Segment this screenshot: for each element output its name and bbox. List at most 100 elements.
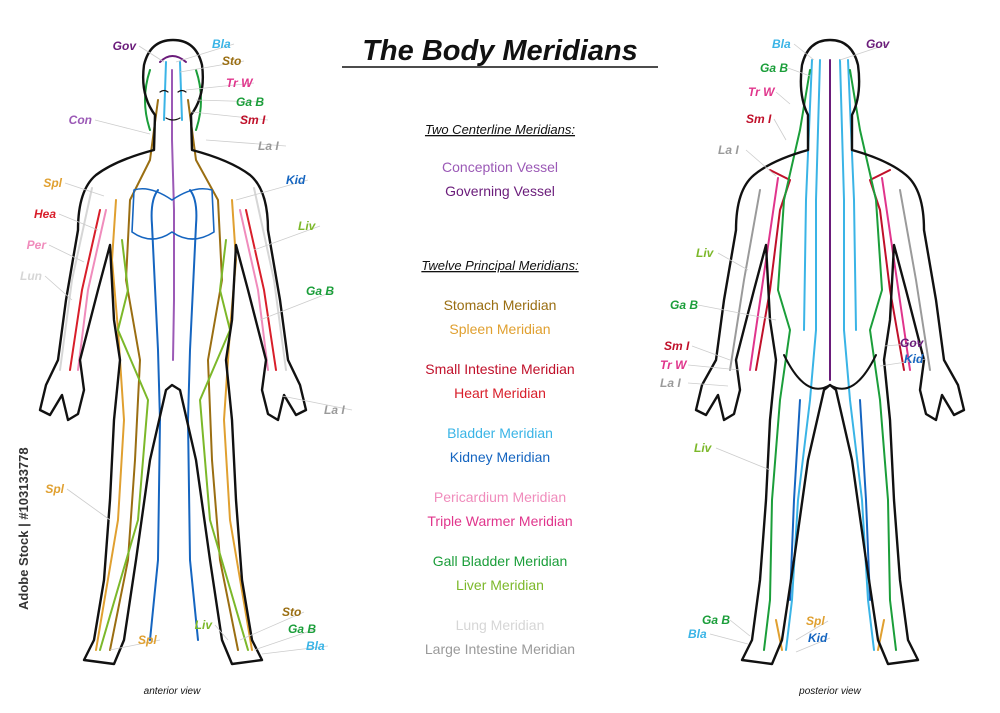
label-leader-line: [179, 60, 245, 73]
legend-item-principal: Stomach Meridian: [444, 297, 557, 313]
meridian-line-governing: [159, 55, 187, 63]
meridian-abbrev-label: Spl: [138, 633, 157, 647]
meridian-abbrev-label: Sm I: [664, 339, 690, 353]
meridian-abbrev-label: Per: [27, 238, 48, 252]
meridian-abbrev-label: Bla: [306, 639, 325, 653]
legend-item-centerline: Governing Vessel: [445, 183, 555, 199]
face-eyes: [159, 89, 187, 121]
label-leader-line: [687, 382, 729, 387]
label-leader-line: [195, 99, 265, 103]
meridian-abbrev-label: Ga B: [670, 298, 698, 312]
label-leader-line: [205, 139, 287, 147]
anterior-caption: anterior view: [144, 686, 201, 697]
label-leader-line: [773, 118, 787, 141]
body-outline-posterior: [694, 38, 966, 666]
meridian-line-bladder-back: [785, 59, 875, 651]
label-leader-line: [235, 179, 309, 201]
meridian-abbrev-label: Liv: [694, 441, 713, 455]
legend-item-principal: Heart Meridian: [454, 385, 546, 401]
meridian-abbrev-label: Liv: [298, 219, 317, 233]
meridian-line-large-intestine-back: [729, 189, 931, 371]
meridian-line-stomach: [109, 99, 239, 651]
meridian-line-pericardium-right: [239, 209, 269, 371]
meridian-abbrev-label: La I: [258, 139, 279, 153]
label-leader-line: [175, 43, 235, 63]
label-leader-line: [883, 342, 923, 347]
label-leader-line: [879, 358, 927, 367]
legend-item-principal: Small Intestine Meridian: [425, 361, 574, 377]
label-leader-line: [109, 639, 161, 651]
meridian-line-spleen-back: [775, 619, 885, 651]
meridian-abbrev-label: Lun: [20, 269, 42, 283]
meridian-abbrev-label: Ga B: [236, 95, 264, 109]
meridian-line-liver: [99, 239, 249, 651]
label-leader-line: [691, 345, 731, 361]
label-leader-line: [48, 244, 85, 263]
meridian-abbrev-label: Ga B: [702, 613, 730, 627]
chest-outline: [131, 187, 215, 240]
legend-item-centerline: Conception Vessel: [442, 159, 558, 175]
meridian-abbrev-label: Ga B: [306, 284, 334, 298]
meridian-abbrev-label: Gov: [113, 39, 138, 53]
label-leader-line: [793, 43, 815, 61]
meridian-abbrev-label: Spl: [43, 176, 62, 190]
meridian-abbrev-label: Sto: [222, 54, 241, 68]
meridian-abbrev-label: Sto: [282, 605, 301, 619]
page-title: The Body Meridians: [362, 35, 638, 67]
legend: Two Centerline Meridians: Conception Ves…: [421, 122, 579, 657]
meridian-abbrev-label: Bla: [688, 627, 707, 641]
meridian-line-pericardium-left: [77, 209, 107, 371]
legend-item-principal: Liver Meridian: [456, 577, 544, 593]
label-leader-line: [185, 82, 255, 91]
label-leader-line: [261, 645, 329, 655]
meridian-abbrev-label: Liv: [696, 246, 715, 260]
meridian-abbrev-label: Gov: [866, 37, 891, 51]
label-leader-line: [58, 213, 99, 231]
label-leader-line: [64, 182, 105, 197]
label-leader-line: [239, 611, 305, 641]
meridian-abbrev-label: Bla: [772, 37, 791, 51]
meridian-abbrev-label: Kid: [808, 631, 828, 645]
label-leader-line: [253, 628, 317, 651]
meridian-line-kidney-back: [789, 399, 871, 601]
label-leader-line: [44, 275, 73, 301]
label-leader-line: [214, 624, 229, 641]
meridian-abbrev-label: Bla: [212, 37, 231, 51]
meridian-abbrev-label: Sm I: [240, 113, 266, 127]
label-leader-line: [138, 45, 165, 63]
legend-item-principal: Pericardium Meridian: [434, 489, 566, 505]
label-leader-line: [66, 488, 111, 521]
posterior-caption: posterior view: [798, 686, 861, 697]
meridian-abbrev-label: Sm I: [746, 112, 772, 126]
label-leader-line: [717, 252, 749, 271]
label-leader-line: [795, 637, 831, 653]
legend-item-principal: Bladder Meridian: [447, 425, 553, 441]
meridian-line-small-intestine-back: [755, 169, 905, 371]
label-leader-line: [94, 119, 151, 135]
meridian-line-lung-left: [59, 187, 93, 371]
meridian-abbrev-label: Kid: [286, 173, 306, 187]
label-leader-line: [709, 633, 749, 645]
meridian-line-heart-right: [245, 209, 277, 371]
meridian-abbrev-label: Ga B: [760, 61, 788, 75]
meridian-abbrev-label: Gov: [900, 336, 925, 350]
posterior-body-figure: [694, 38, 966, 666]
meridian-abbrev-label: Tr W: [226, 76, 254, 90]
body-outline-anterior: [38, 38, 308, 666]
meridian-abbrev-label: Liv: [195, 618, 214, 632]
label-leader-line: [687, 364, 741, 371]
label-leader-line: [191, 111, 269, 121]
glute-outline: [783, 354, 877, 390]
watermark-text: Adobe Stock | #103133778: [16, 447, 31, 610]
meridian-abbrev-label: Hea: [34, 207, 56, 221]
meridian-abbrev-label: Spl: [806, 614, 825, 628]
meridian-abbrev-label: Ga B: [288, 622, 316, 636]
legend-item-principal: Lung Meridian: [456, 617, 545, 633]
anterior-body-figure: [38, 38, 308, 666]
meridian-line-conception: [171, 69, 175, 361]
label-leader-line: [839, 43, 889, 61]
meridian-line-lung-right: [253, 187, 287, 371]
